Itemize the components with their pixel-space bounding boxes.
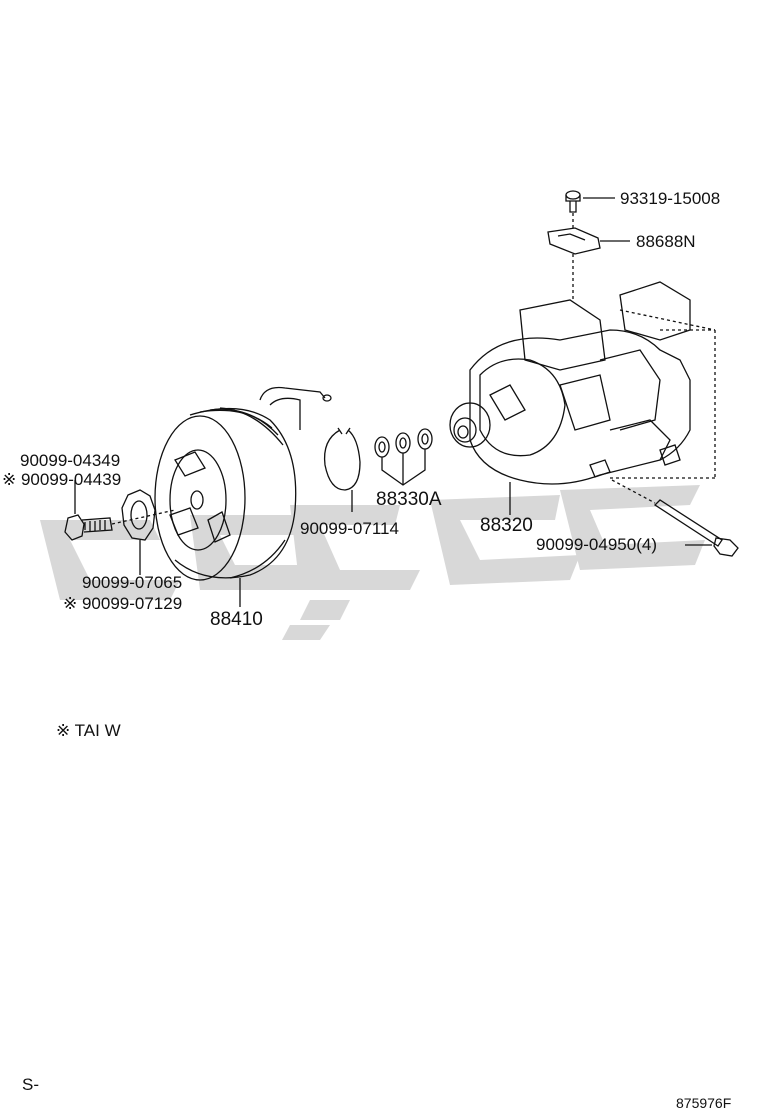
page-marker: S- <box>22 1075 39 1094</box>
left-bolt-part <box>64 480 176 541</box>
label-bolt-left-a: 90099-04349 <box>20 451 121 470</box>
snap-ring-part <box>323 427 361 512</box>
label-compressor: 88320 <box>480 515 533 536</box>
label-shims: 88330A <box>376 489 442 510</box>
line-art <box>64 190 739 607</box>
label-washer-a: 90099-07065 <box>82 573 183 592</box>
shims-part <box>374 428 433 486</box>
bracket-part <box>547 213 630 300</box>
label-clutch: 88410 <box>210 609 263 630</box>
screw-part <box>565 190 615 213</box>
label-screw: 93319-15008 <box>620 189 721 208</box>
watermark-logo <box>40 485 705 640</box>
compressor-part <box>449 281 716 515</box>
figure-id: 875976F <box>676 1095 732 1111</box>
clutch-pulley-part <box>154 386 332 607</box>
label-snap-ring: 90099-07114 <box>300 519 399 538</box>
label-mount-bolt: 90099-04950(4) <box>536 535 657 554</box>
footnote: ※ TAI W <box>56 721 121 740</box>
label-washer-b: ※ 90099-07129 <box>63 594 183 613</box>
washer-part <box>121 489 156 575</box>
mount-bolt-part <box>611 479 739 557</box>
label-bolt-left-b: ※ 90099-04439 <box>2 470 122 489</box>
label-bracket: 88688N <box>636 232 696 251</box>
